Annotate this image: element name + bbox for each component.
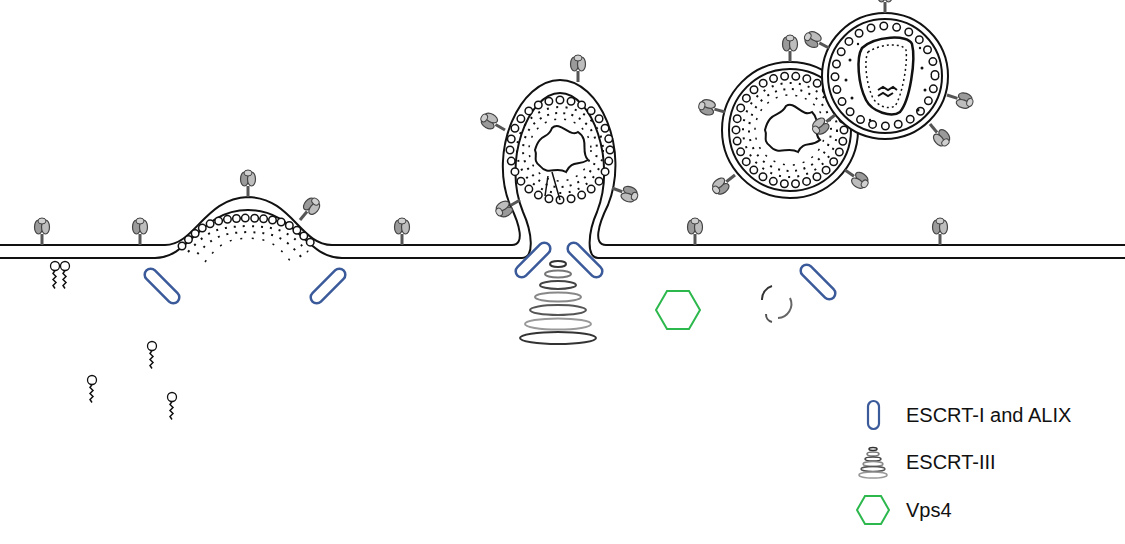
legend-label: Vps4 [906, 498, 952, 522]
legend-label: ESCRT-I and ALIX [906, 403, 1071, 427]
escrt-iii-swatch [859, 448, 887, 479]
legend-label: ESCRT-III [906, 450, 996, 474]
vps4-swatch [857, 496, 889, 524]
escrt-i-swatch [868, 401, 879, 429]
